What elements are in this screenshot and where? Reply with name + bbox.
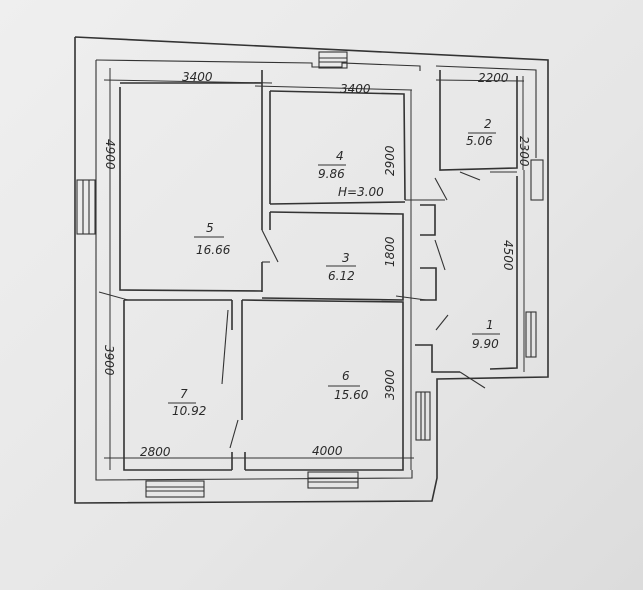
room-6-number: 6 [342,369,350,383]
dimension-lines [98,68,525,470]
interior-walls [119,70,518,471]
room-7-number: 7 [180,387,188,401]
dim-bottom-middle: 4000 [312,444,343,458]
room-2-number: 2 [484,117,492,131]
room-1-number: 1 [486,318,494,332]
dim-left-room5: 4900 [103,139,117,170]
dim-right-room4: 2900 [383,145,397,176]
room-2-area: 5.06 [466,134,493,148]
dim-top-right: 2200 [478,71,509,85]
room-4-height: H=3.00 [338,185,384,199]
dimension-labels: 3400 3400 2200 2300 2900 1800 4500 4900 … [102,70,531,459]
room-4-area: 9.86 [318,167,345,181]
dim-right-room3: 1800 [383,236,397,267]
dim-right-room2: 2300 [517,136,531,167]
room-1-area: 9.90 [472,337,499,351]
outer-walls [74,36,549,504]
room-labels: 1 9.90 2 5.06 3 6.12 4 9.86 H=3.00 5 16.… [168,117,500,418]
room-5-number: 5 [206,221,214,235]
dim-bottom-left: 2800 [140,445,171,459]
windows [76,51,544,498]
room-6-area: 15.60 [334,388,369,402]
dim-right-room6: 3900 [383,369,397,400]
room-4-number: 4 [336,149,344,163]
dim-right-room1: 4500 [501,240,515,271]
room-3-area: 6.12 [328,269,355,283]
dim-left-room7: 3900 [102,345,116,376]
dim-top-middle: 3400 [340,82,371,96]
room-7-area: 10.92 [172,404,206,418]
room-5-area: 16.66 [196,243,231,257]
room-3-number: 3 [342,251,350,265]
dim-top-left: 3400 [182,70,213,84]
door-swings [221,177,486,449]
